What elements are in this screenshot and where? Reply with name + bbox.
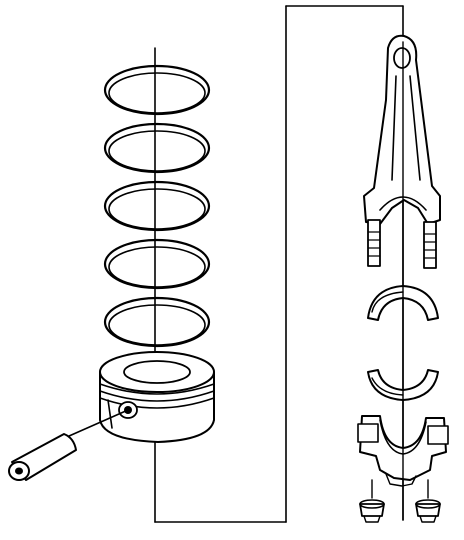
connecting-rod bbox=[363, 34, 441, 269]
piston-ring bbox=[103, 238, 211, 290]
piston-pin bbox=[8, 409, 129, 481]
piston-ring bbox=[103, 122, 211, 174]
rod-nut-right bbox=[415, 479, 441, 523]
piston bbox=[99, 351, 215, 443]
rod-bearing-lower bbox=[367, 369, 439, 401]
piston-ring bbox=[103, 180, 211, 232]
rod-bearing-upper bbox=[367, 285, 439, 321]
piston-ring bbox=[103, 296, 211, 348]
piston-ring bbox=[103, 64, 211, 116]
piston-rings bbox=[103, 64, 211, 348]
rod-nut-left bbox=[359, 479, 385, 523]
